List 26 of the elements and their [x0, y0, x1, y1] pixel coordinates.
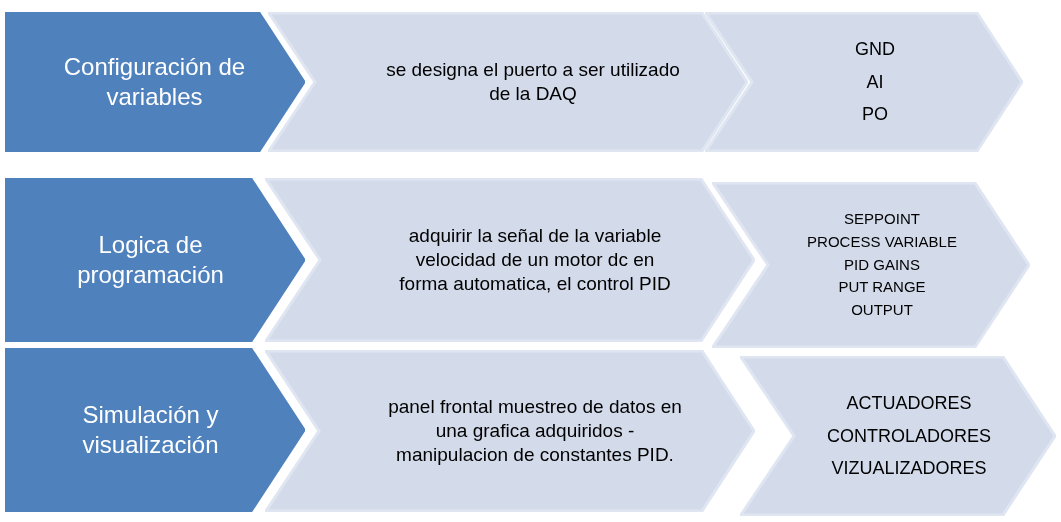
step-banner [5, 348, 305, 512]
detail-item: PROCESS VARIABLE [807, 232, 957, 252]
step-title: Simulación y visualización [81, 400, 220, 460]
step-banner [5, 178, 305, 342]
detail-item: SEPPOINT [844, 210, 920, 229]
detail-banner [712, 182, 1030, 348]
step-banner [5, 12, 305, 152]
detail-item: PID GAINS [844, 255, 920, 275]
description-banner [265, 350, 755, 512]
description-banner [268, 12, 748, 152]
detail-item: VIZUALIZADORES [831, 457, 987, 480]
step-title: Logica de programación [76, 230, 225, 290]
detail-item: PO [862, 103, 888, 126]
description-banner [265, 178, 755, 342]
detail-item: ACTUADORES [846, 392, 972, 415]
description-text: se designa el puerto a ser utilizado de la DAQ [385, 58, 681, 106]
detail-item: PUT RANGE [838, 278, 926, 298]
detail-banner [705, 12, 1023, 152]
detail-item: GND [855, 38, 895, 61]
description-text: panel frontal muestreo de datos en una grafica adquiridos - manipulacion de constantes PID. [388, 395, 682, 467]
detail-banner [740, 356, 1056, 516]
step-title: Configuración de variables [62, 52, 247, 112]
detail-item: AI [866, 70, 884, 94]
detail-item: CONTROLADORES [827, 424, 991, 448]
detail-item: OUTPUT [851, 301, 913, 320]
description-text: adquirir la señal de la variable velocidad de un motor dc en forma automatica, el control PID [398, 224, 672, 296]
